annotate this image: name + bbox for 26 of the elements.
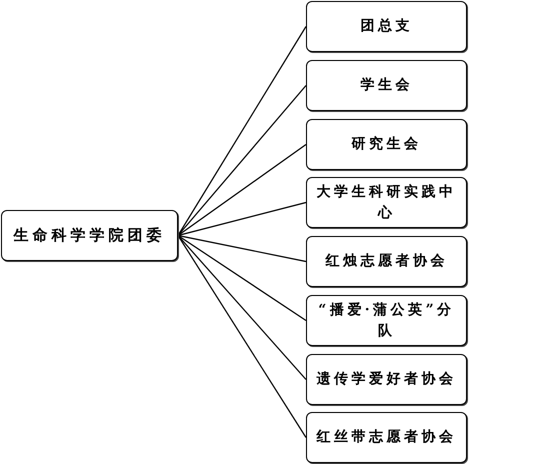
sub-unit-box — [306, 295, 467, 346]
sub-unit-box — [306, 177, 467, 228]
sub-unit-box — [306, 60, 467, 111]
sub-unit-box — [306, 412, 467, 463]
unit-name: 大学生科研实践中心 — [316, 182, 458, 222]
parent-unit-box — [1, 210, 178, 261]
unit-name: “播爱·蒲公英”分队 — [317, 301, 456, 340]
connector-line — [178, 235, 306, 321]
unit-name: 红丝带志愿者协会 — [316, 428, 456, 448]
connector-line — [178, 235, 306, 380]
connector-line — [178, 202, 306, 236]
connector-line — [177, 26, 307, 236]
unit-name: 学生会 — [360, 76, 413, 96]
connector-line — [178, 85, 306, 236]
sub-unit-box — [306, 236, 467, 287]
connector-line — [178, 235, 306, 438]
sub-unit-box — [306, 1, 467, 52]
sub-unit-box — [306, 354, 467, 405]
unit-name: 生命科学学院团委 — [14, 224, 166, 246]
unit-name: 遗传学爱好者协会 — [316, 370, 456, 390]
unit-name: 红烛志愿者协会 — [325, 252, 448, 272]
connector-line — [178, 234, 306, 262]
connector-line — [178, 144, 306, 236]
unit-name: 研究生会 — [352, 134, 422, 154]
unit-name: 团总支 — [360, 17, 413, 36]
sub-unit-box — [306, 119, 467, 170]
